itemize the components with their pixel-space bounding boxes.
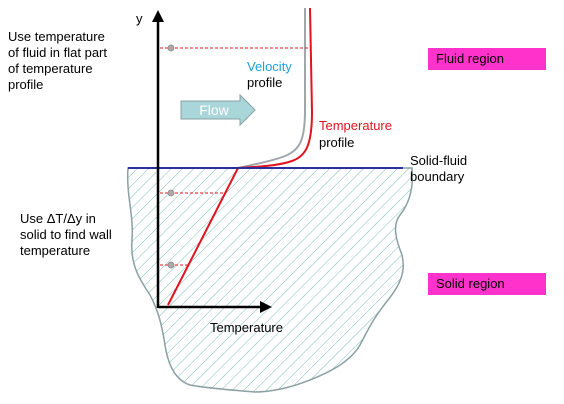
solid-gradient-note: Use ΔT/Δy in solid to find wall temperat… bbox=[20, 211, 112, 259]
temperature-label-line2: profile bbox=[319, 135, 354, 150]
fluid-region-label: Fluid region bbox=[436, 51, 504, 66]
temperature-label-line1: Temperature bbox=[319, 118, 392, 133]
velocity-profile-curve bbox=[237, 8, 306, 169]
fluid-sample-point bbox=[167, 44, 175, 52]
x-axis-label: Temperature bbox=[210, 320, 283, 335]
solid-region-shape bbox=[126, 167, 414, 393]
fluid-note-line: Use temperature bbox=[8, 29, 105, 44]
solid-note-line: Use ΔT/Δy in bbox=[20, 211, 96, 226]
solid-note-line: solid to find wall bbox=[20, 227, 112, 242]
solid-region-label: Solid region bbox=[436, 276, 505, 291]
flow-arrow bbox=[180, 93, 256, 127]
velocity-label-line1: Velocity bbox=[247, 59, 292, 74]
y-axis-label: y bbox=[136, 11, 143, 26]
fluid-region-badge: Fluid region bbox=[428, 48, 546, 70]
y-axis-arrowhead bbox=[152, 10, 164, 22]
boundary-label-line1: Solid-fluid bbox=[410, 153, 467, 168]
solid-sample-point-lower bbox=[167, 261, 175, 269]
solid-note-line: temperature bbox=[20, 243, 91, 258]
solid-sample-point-upper bbox=[167, 189, 175, 197]
x-axis-arrowhead bbox=[260, 301, 272, 313]
solid-region-badge: Solid region bbox=[428, 273, 546, 295]
fluid-note-line: of temperature bbox=[8, 61, 93, 76]
velocity-label-line2: profile bbox=[247, 75, 282, 90]
fluid-note-line: profile bbox=[8, 77, 44, 92]
fluid-note-line: of fluid in flat part bbox=[8, 45, 107, 60]
boundary-label-line2: boundary bbox=[410, 169, 465, 184]
fluid-temperature-note: Use temperature of fluid in flat part of… bbox=[8, 29, 107, 93]
flow-label: Flow bbox=[199, 102, 229, 118]
